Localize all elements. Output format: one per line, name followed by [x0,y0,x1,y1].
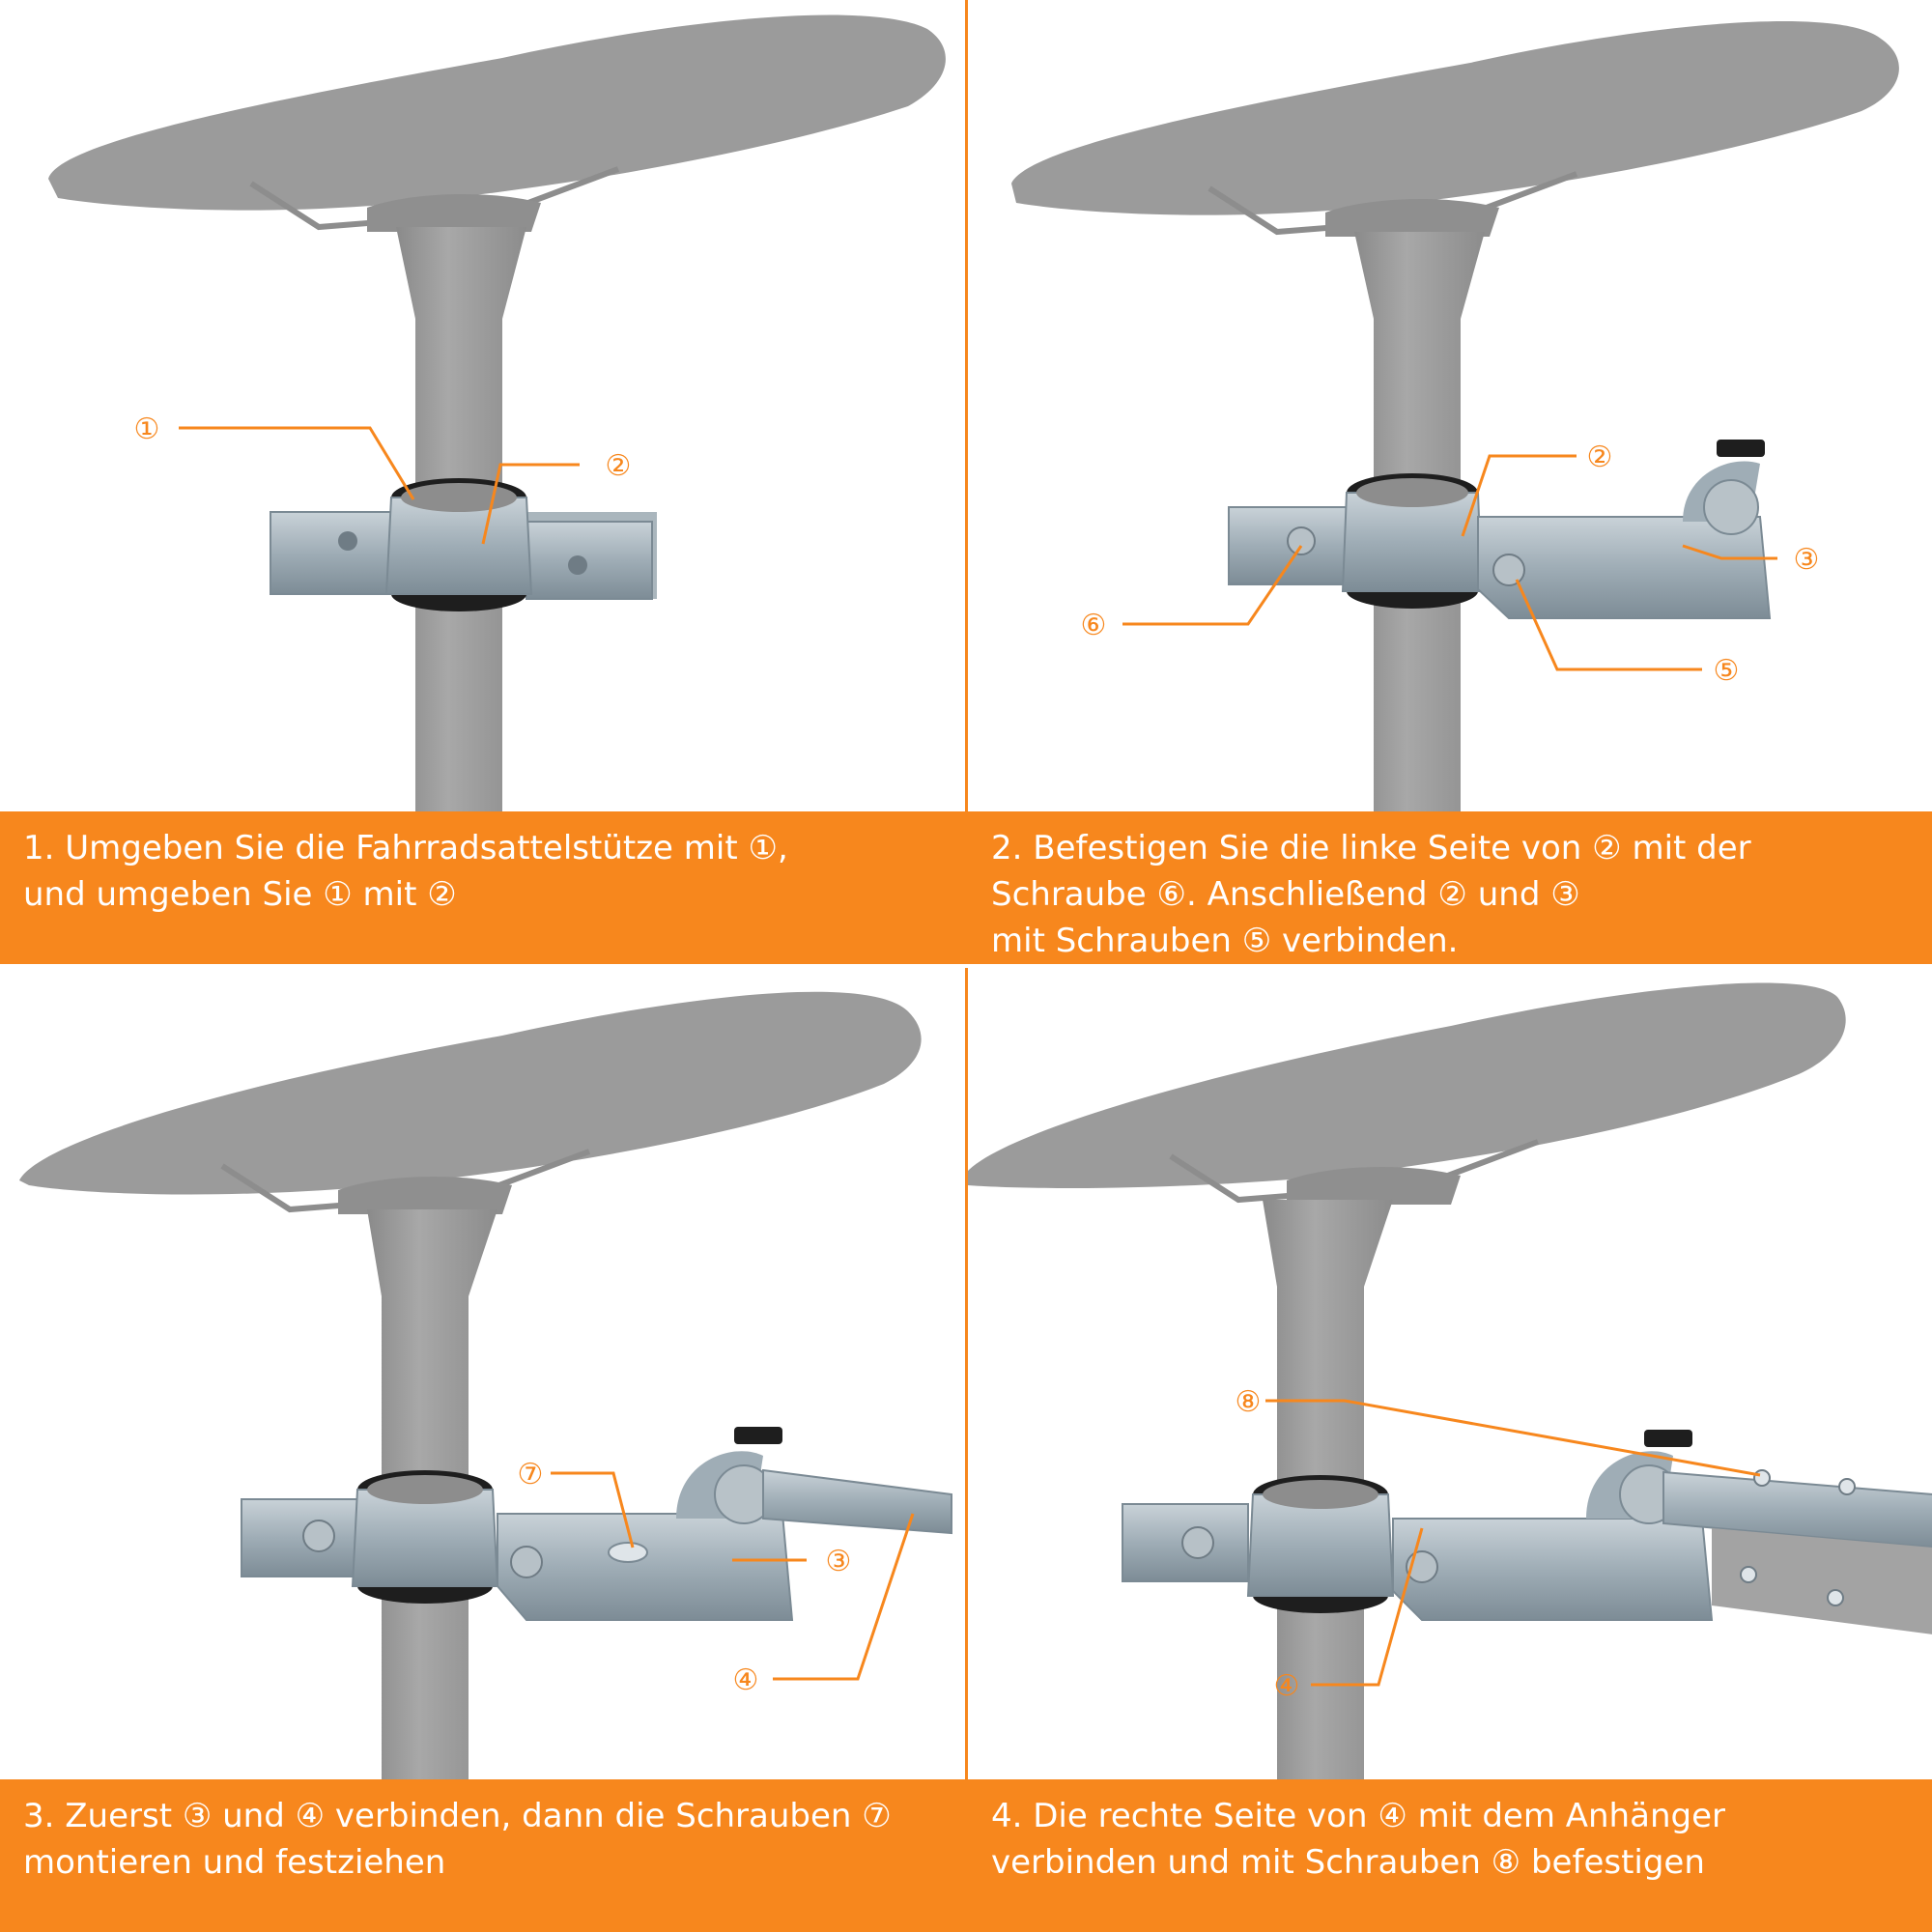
callout-marker: ⑤ [1714,654,1740,688]
step-3-panel: ⑦ ③ ④ 3. Zuerst ③ und ④ verbinden, dann … [0,968,965,1932]
callout-lines [179,426,580,545]
callout-marker: ① [134,412,160,446]
callout-lines [551,1471,915,1681]
step-1-panel: ① ② 1. Umgeben Sie die Fahrradsattelstüt… [0,0,965,964]
saddle [968,982,1846,1205]
caption-line: 3. Zuerst ③ und ④ verbinden, dann die Sc… [23,1797,892,1835]
step-4-illustration: ⑧ ④ [968,982,1932,1779]
clamp-coupler-and-bar [241,1427,952,1621]
caption-line: 2. Befestigen Sie die linke Seite von ② … [991,829,1751,867]
step-2-panel: ② ③ ⑥ ⑤ 2. Befestigen Sie die linke Seit… [968,0,1932,964]
callout-marker: ④ [733,1663,759,1697]
callout-marker: ③ [826,1545,852,1578]
step-1-caption: 1. Umgeben Sie die Fahrradsattelstütze m… [0,811,965,964]
callout-marker: ② [606,449,632,483]
callout-marker: ⑥ [1081,609,1107,642]
callout-marker: ⑧ [1236,1385,1262,1419]
saddle [19,991,922,1214]
step-4-panel: ⑧ ④ 4. Die rechte Seite von ④ mit dem An… [968,968,1932,1932]
horizontal-divider [0,964,1932,968]
caption-line: 1. Umgeben Sie die Fahrradsattelstütze m… [23,829,788,867]
callout-lines [1122,454,1777,671]
saddle [48,14,946,232]
step-4-caption: 4. Die rechte Seite von ④ mit dem Anhäng… [968,1779,1932,1932]
caption-line: montieren und festziehen [23,1843,446,1882]
caption-line: verbinden und mit Schrauben ⑧ befestigen [991,1843,1705,1882]
caption-line: mit Schrauben ⑤ verbinden. [991,922,1459,960]
clamp-and-coupler [1228,440,1772,619]
callout-marker: ② [1587,440,1613,474]
step-3-caption: 3. Zuerst ③ und ④ verbinden, dann die Sc… [0,1779,965,1932]
callout-marker: ④ [1274,1669,1300,1703]
saddle [1011,20,1899,237]
callout-lines [1265,1399,1761,1687]
clamp-assembly [270,478,657,611]
coupler-with-trailer-bar [1122,1430,1932,1634]
step-1-illustration: ① ② [48,14,946,811]
caption-line: und umgeben Sie ① mit ② [23,875,457,914]
caption-line: 4. Die rechte Seite von ④ mit dem Anhäng… [991,1797,1725,1835]
callout-marker: ③ [1794,543,1820,577]
callout-marker: ⑦ [518,1458,544,1492]
step-2-illustration: ② ③ ⑥ ⑤ [1011,20,1899,811]
caption-line: Schraube ⑥. Anschließend ② und ③ [991,875,1580,914]
step-3-illustration: ⑦ ③ ④ [19,991,952,1779]
step-2-caption: 2. Befestigen Sie die linke Seite von ② … [968,811,1932,964]
